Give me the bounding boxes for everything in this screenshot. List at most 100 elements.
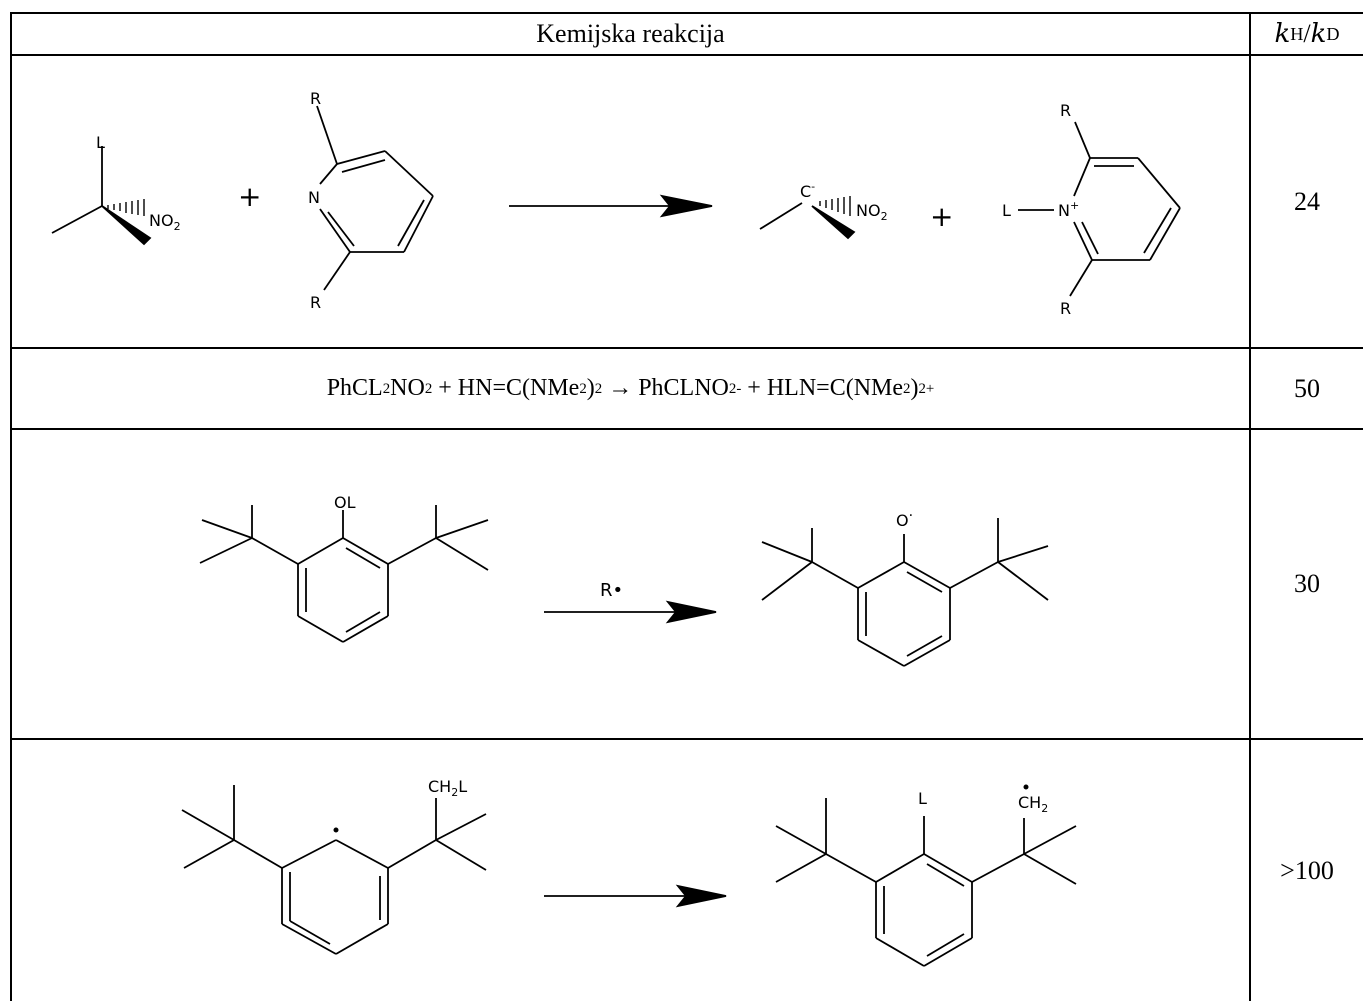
bond bbox=[875, 937, 925, 967]
bond bbox=[233, 839, 283, 869]
bond bbox=[435, 813, 487, 841]
table-border-top bbox=[10, 12, 1363, 14]
column-divider bbox=[1249, 12, 1251, 1001]
bond bbox=[435, 537, 489, 571]
bond bbox=[345, 611, 381, 633]
bond bbox=[201, 519, 253, 539]
bond bbox=[903, 639, 951, 667]
bond bbox=[906, 571, 943, 593]
bond bbox=[342, 537, 389, 565]
bond bbox=[825, 853, 877, 883]
ratio-value: 50 bbox=[1294, 373, 1320, 403]
atom-R: R bbox=[1060, 299, 1071, 318]
bond bbox=[335, 839, 389, 869]
bond bbox=[1023, 853, 1077, 885]
atom-N-plus: N+ bbox=[1058, 199, 1079, 220]
wedge-bond bbox=[811, 205, 856, 240]
bond bbox=[906, 635, 943, 657]
bond bbox=[403, 195, 434, 253]
bond bbox=[181, 809, 235, 841]
bond bbox=[1073, 221, 1093, 261]
atom-OL: OL bbox=[334, 493, 356, 512]
reaction-1-scheme: L NO2 + R N R bbox=[12, 56, 1248, 347]
bond bbox=[926, 933, 965, 957]
atom-R: R bbox=[1060, 101, 1071, 120]
bond bbox=[1069, 259, 1093, 297]
bond bbox=[926, 863, 965, 887]
bond bbox=[342, 615, 389, 643]
bond bbox=[51, 205, 103, 234]
atom-R: R bbox=[310, 293, 321, 312]
atom-O-radical: O· bbox=[896, 508, 913, 530]
bond bbox=[1073, 157, 1091, 197]
bond bbox=[319, 208, 351, 253]
bond bbox=[1149, 207, 1181, 261]
arrow-head bbox=[675, 884, 727, 908]
atom-CH2-radical: CH2 bbox=[1018, 793, 1048, 815]
bond bbox=[1081, 221, 1099, 255]
arrow-head bbox=[659, 194, 713, 218]
bond bbox=[289, 920, 331, 945]
reaction-4-scheme: CH2L L CH2 bbox=[12, 740, 1248, 1001]
bond bbox=[341, 159, 386, 173]
ratio-value: 30 bbox=[1294, 569, 1320, 598]
bond bbox=[345, 547, 381, 569]
bond bbox=[857, 561, 905, 589]
row-divider bbox=[10, 428, 1363, 430]
bond bbox=[281, 923, 337, 955]
atom-L: L bbox=[918, 789, 927, 808]
row-divider bbox=[10, 54, 1363, 56]
hash-bond bbox=[107, 199, 145, 216]
plus-sign: + bbox=[930, 200, 953, 233]
atom-CH2L: CH2L bbox=[428, 777, 467, 799]
table-border-left bbox=[10, 12, 12, 1001]
bond bbox=[323, 251, 351, 291]
atom-R: R bbox=[310, 89, 321, 108]
bond bbox=[319, 163, 338, 185]
reaction-3-scheme: OL R• O· bbox=[12, 430, 1248, 738]
bond bbox=[1023, 825, 1077, 855]
bond bbox=[923, 937, 973, 967]
ratio-value: 24 bbox=[1294, 186, 1320, 216]
bond bbox=[811, 561, 859, 589]
atom-NO2: NO2 bbox=[149, 211, 181, 233]
bond bbox=[903, 561, 951, 589]
hash-bond bbox=[819, 196, 851, 216]
bond bbox=[387, 839, 437, 869]
bond bbox=[297, 615, 344, 643]
bond bbox=[297, 537, 344, 565]
bond bbox=[336, 150, 386, 165]
reagent-label: R• bbox=[600, 580, 623, 601]
bond bbox=[857, 639, 905, 667]
plus-sign: + bbox=[238, 180, 261, 213]
bond bbox=[435, 839, 487, 871]
arrow-head bbox=[665, 600, 717, 624]
radical-dot bbox=[1023, 784, 1029, 790]
bond bbox=[251, 537, 299, 565]
bond bbox=[775, 825, 827, 855]
bond bbox=[923, 853, 973, 883]
bond bbox=[761, 541, 813, 563]
bond bbox=[335, 923, 389, 955]
bond bbox=[384, 150, 434, 197]
row-divider bbox=[10, 738, 1363, 740]
atom-L: L bbox=[1002, 201, 1011, 220]
atom-C-minus: C- bbox=[800, 180, 815, 201]
atom-L: L bbox=[96, 133, 105, 152]
atom-N: N bbox=[308, 188, 320, 207]
bond bbox=[199, 537, 253, 564]
ratio-value: >100 bbox=[1280, 855, 1334, 885]
bond bbox=[327, 211, 355, 247]
bond bbox=[316, 105, 338, 165]
header-reaction: Kemijska reakcija bbox=[536, 19, 725, 48]
bond bbox=[435, 519, 489, 539]
bond bbox=[183, 839, 235, 869]
bond bbox=[1143, 207, 1172, 254]
bond bbox=[1074, 121, 1091, 159]
wedge-bond bbox=[101, 205, 152, 246]
bond bbox=[761, 561, 813, 601]
bond bbox=[971, 853, 1025, 883]
